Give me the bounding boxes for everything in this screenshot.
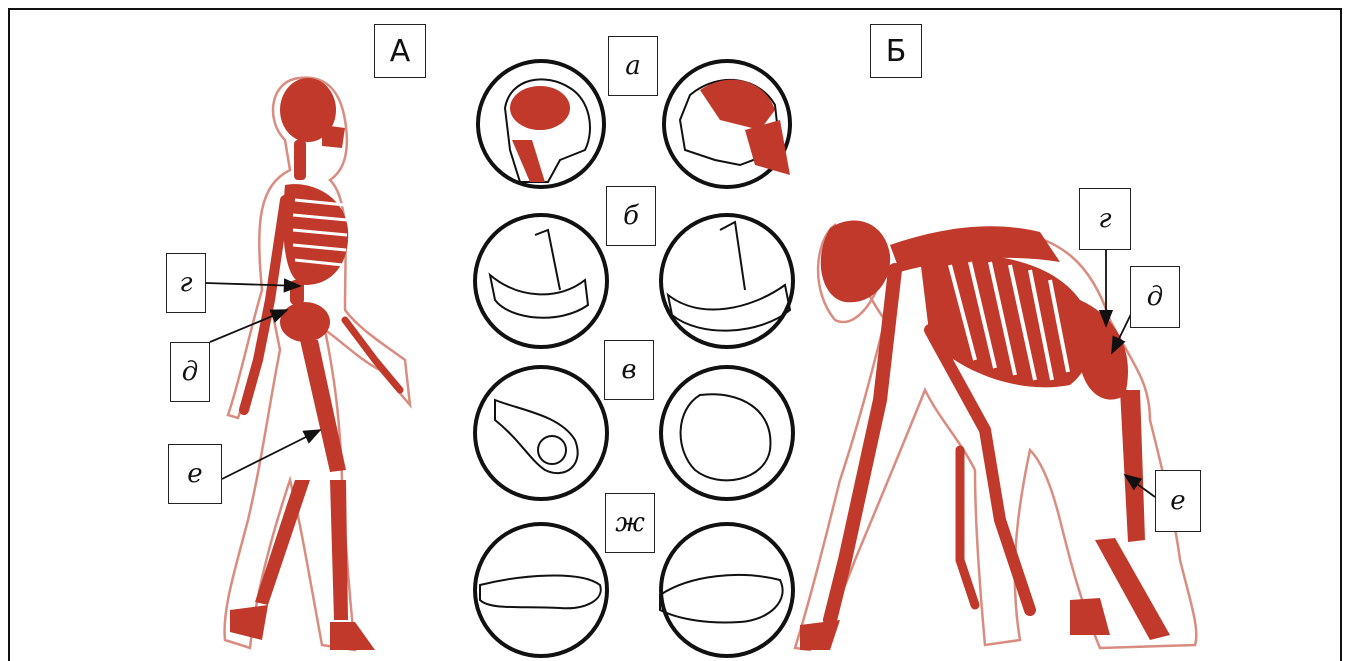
ape-label-e: е [1155, 470, 1201, 532]
feature-label-hand: в [604, 340, 654, 400]
ape-foot-circle [660, 524, 793, 656]
ape-jaw-circle [661, 215, 793, 347]
human-skull-circle [478, 61, 604, 187]
panel-label-human: А [374, 24, 426, 78]
feature-label-skull: а [608, 36, 658, 96]
feature-label-foot: ж [605, 493, 655, 553]
feature-label-jaw: б [606, 186, 656, 246]
ape-label-g: г [1079, 188, 1131, 250]
panel-label-ape: Б [870, 24, 922, 78]
human-label-d: д [170, 342, 210, 402]
human-hand-circle [475, 367, 607, 499]
human-skeleton [225, 78, 410, 650]
ape-skull-circle [664, 61, 790, 187]
human-jaw-circle [475, 215, 607, 347]
ape-label-d: д [1130, 266, 1180, 328]
human-label-g: г [166, 253, 206, 313]
human-label-e: е [168, 444, 222, 504]
ape-hand-circle [661, 367, 793, 499]
human-foot-circle [475, 524, 607, 656]
